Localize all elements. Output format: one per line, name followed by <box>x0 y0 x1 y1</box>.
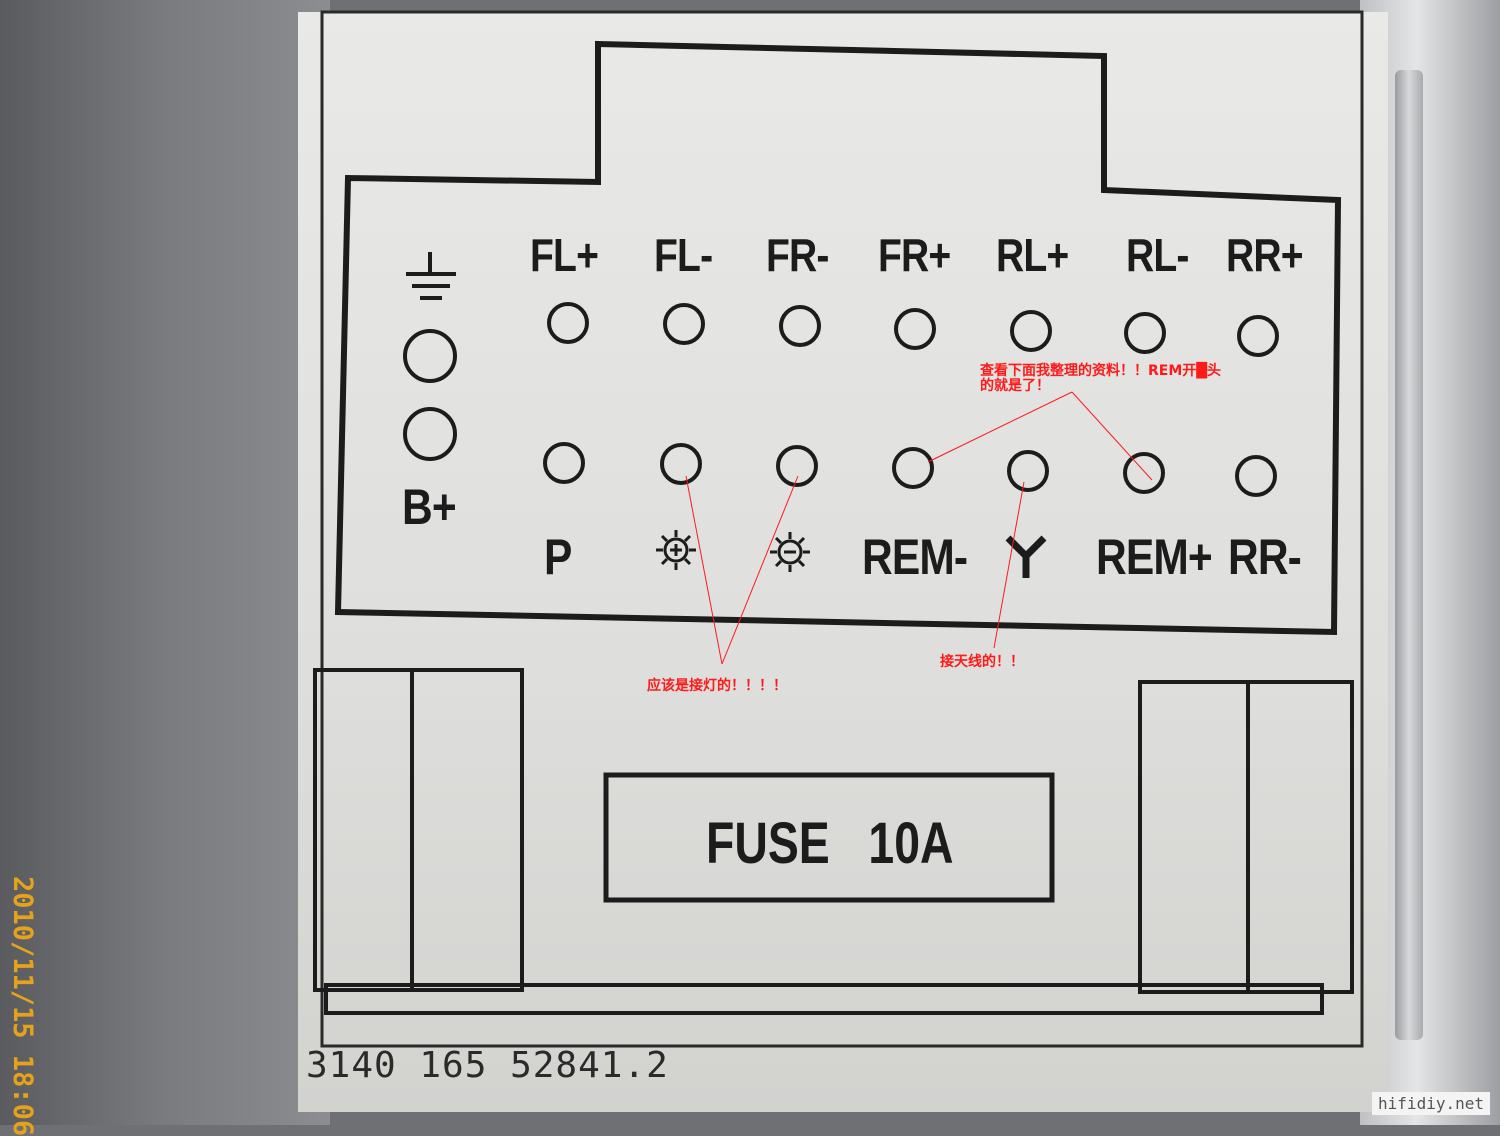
left-latch <box>313 668 524 992</box>
pin-label: REM- <box>862 529 968 585</box>
site-watermark: hifidiy.net <box>1372 1092 1490 1115</box>
pin-label-power: B+ <box>402 479 457 535</box>
fuse-box <box>603 772 1055 903</box>
pin-label: FR+ <box>878 229 951 281</box>
pin-hole <box>892 447 934 489</box>
photo-timestamp: 2010/11/15 18:06 <box>7 876 38 1136</box>
pin-hole <box>1124 312 1166 354</box>
annotation-lines <box>685 391 1153 665</box>
ground-icon <box>406 252 456 300</box>
pin-hole <box>894 308 936 350</box>
light-plus-icon <box>656 530 696 570</box>
pin-hole <box>1007 450 1049 492</box>
light-minus-icon <box>770 532 810 572</box>
pin-hole <box>776 445 818 487</box>
pin-hole <box>779 305 821 347</box>
annotation-rem-line2: 的就是了！ <box>980 378 1050 394</box>
pin-label: FL- <box>654 229 713 281</box>
antenna-icon <box>1005 535 1047 578</box>
annotation-light: 应该是接灯的！！！！ <box>647 678 787 694</box>
pin-label: RL- <box>1126 229 1189 281</box>
bottom-bar <box>324 983 1324 1015</box>
fuse-label: FUSE 10A <box>706 811 954 876</box>
connector-housing <box>334 40 1342 636</box>
pin-label: RR- <box>1228 529 1302 585</box>
pin-label: FR- <box>766 229 829 281</box>
bottom-pin-holes <box>543 442 1277 497</box>
metal-rail <box>1395 70 1423 1040</box>
ground-pin-hole <box>403 329 457 383</box>
pin-hole <box>660 443 702 485</box>
pin-label: RR+ <box>1226 229 1304 281</box>
pin-hole <box>1237 315 1279 357</box>
pin-label: P <box>544 529 572 585</box>
pin-hole <box>663 303 705 345</box>
top-pin-holes <box>547 302 1279 357</box>
pin-hole <box>1010 310 1052 352</box>
pin-hole <box>1123 452 1165 494</box>
power-pin-hole <box>403 407 457 461</box>
pin-label: RL+ <box>996 229 1069 281</box>
pin-hole <box>543 442 585 484</box>
pin-hole <box>547 302 589 344</box>
annotation-rem-line1: 查看下面我整理的资料！！REM开█头 <box>980 363 1222 379</box>
pin-hole <box>1235 455 1277 497</box>
background-left <box>0 0 330 1125</box>
outer-frame <box>320 10 1364 1048</box>
pin-label: FL+ <box>530 229 599 281</box>
part-number: 3140 165 52841.2 <box>306 1045 669 1086</box>
pin-label: REM+ <box>1096 529 1213 585</box>
annotation-antenna: 接天线的！！ <box>940 654 1024 670</box>
